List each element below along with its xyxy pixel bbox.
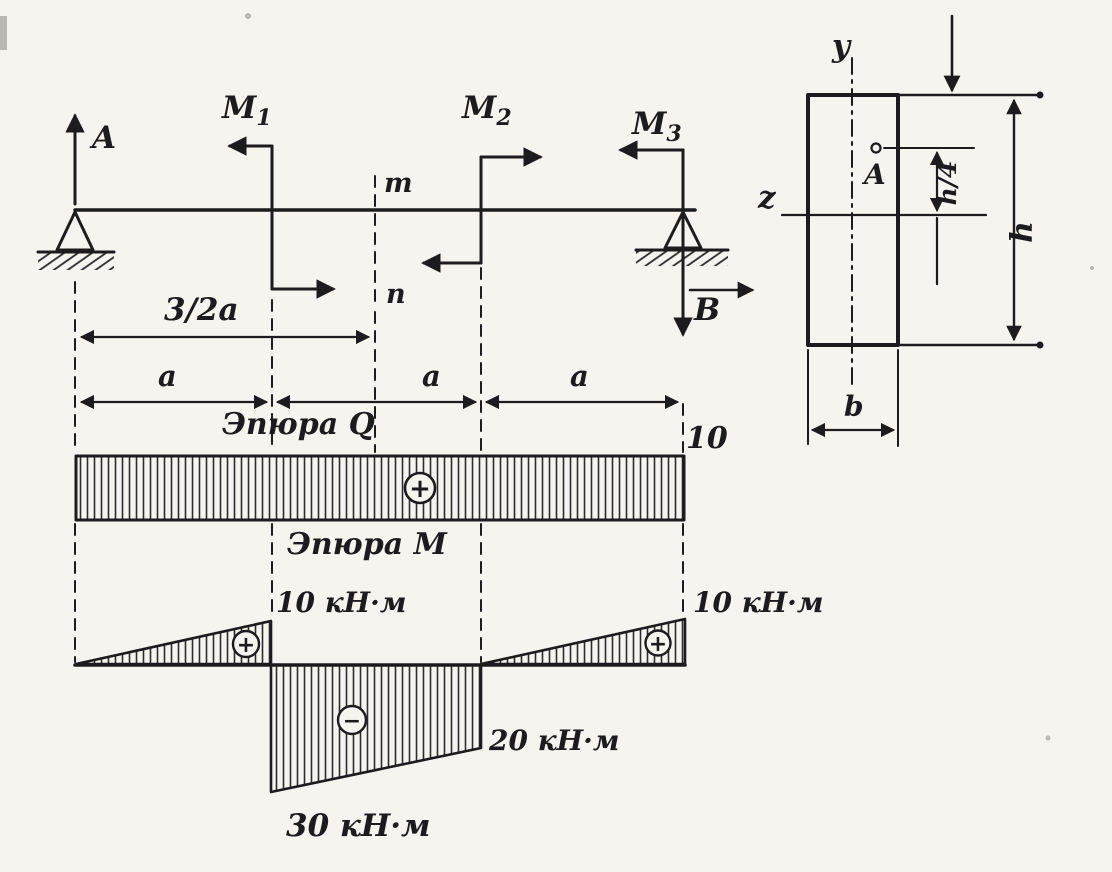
moment-value-left-peak: 10 кН·м [276,586,406,619]
scan-edge-smudge [0,16,7,50]
shear-sign-circle [403,471,437,505]
scan-speck [1045,735,1051,741]
dim-h4-label: h/4 [933,161,962,206]
reaction-a-label: A [89,120,116,156]
dim-a3-label: a [570,359,589,393]
shear-force-diagram: Эпюра Q + 10 [74,407,728,522]
bending-moment-diagram: Эпюра M + 10 кН·м − 30 кН·м 20 кН·м + 10… [73,527,823,844]
shear-diagram-area [74,454,686,522]
support-a-triangle [55,210,95,252]
moment-value-middle-right: 20 кН·м [488,724,619,757]
moment-sign-left-circle [231,629,261,659]
moment-sign-middle-circle [336,704,368,736]
moment-2-label: M2 [461,90,512,131]
point-a-marker [870,142,882,154]
moment-1-label: M1 [221,90,272,131]
moment-diagram-title: Эпюра M [287,527,448,562]
moment-area-right-positive [479,617,687,666]
scan-speck [1090,266,1094,270]
moment-sign-middle: − [343,709,361,734]
moment-sign-left: + [237,633,255,658]
dim-b-label: b [844,390,864,423]
section-bottom-extension-end-dot [1036,341,1044,349]
dim-a1-label: a [158,359,177,393]
moment-area-left-positive [74,619,273,666]
section-mark-m: m [384,168,413,199]
point-a-label: A [861,158,886,191]
moment-value-right-peak: 10 кН·м [693,586,823,619]
shear-value-right: 10 [686,421,728,456]
axis-z-label: z [757,180,777,216]
moment-3-label: M3 [631,106,682,147]
beam-schematic: A M1 m n M2 M3 B 3/2a [36,90,755,663]
section-top-extension-end-dot [1036,91,1044,99]
moment-area-middle-negative [269,663,483,794]
axis-y-label: y [831,28,852,64]
dim-a2-label: a [422,359,441,393]
scan-speck [245,13,251,19]
moment-sign-right-circle [644,629,672,657]
moment-sign-right: + [649,632,667,657]
dim-h-label: h [1005,221,1040,243]
section-mark-n: n [386,279,406,310]
scan-specks [0,13,1094,741]
support-a-ground-hatch [38,252,114,270]
shear-diagram-title: Эпюра Q [222,407,375,442]
shear-sign: + [409,474,431,504]
dim-3-2a-label: 3/2a [164,292,239,328]
reaction-b-label: B [693,292,720,328]
cross-section-view: h y z A h/4 b [757,14,1044,447]
moment-value-middle-peak: 30 кН·м [286,808,430,844]
